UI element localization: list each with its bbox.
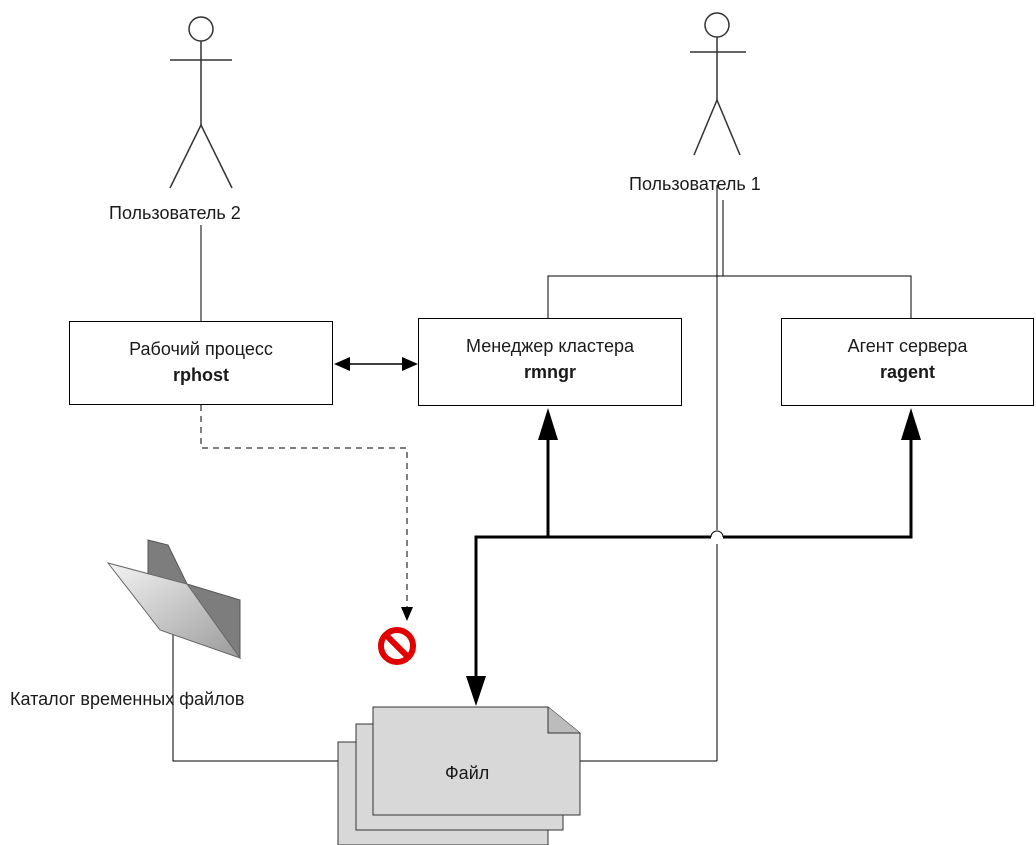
rphost-title: Рабочий процесс [129, 339, 273, 359]
connector-lines [172, 185, 912, 762]
rmngr-title: Менеджер кластера [466, 336, 634, 356]
ragent-box: Агент сервера ragent [781, 318, 1034, 406]
thick-bus [474, 440, 913, 688]
rphost-process: rphost [173, 365, 229, 385]
user2-label: Пользователь 2 [109, 203, 241, 223]
rmngr-process: rmngr [523, 362, 576, 382]
user2-actor-icon [169, 16, 233, 189]
user1-label: Пользователь 1 [629, 174, 761, 194]
folder-label: Каталог временных файлов [10, 689, 245, 709]
rphost-box: Рабочий процесс rphost [69, 321, 333, 405]
rphost-file-dashed-arrow [200, 405, 413, 621]
user1-actor-icon [690, 12, 746, 156]
ragent-process: ragent [879, 362, 935, 382]
file-label: Файл [445, 763, 490, 783]
rmngr-box: Менеджер кластера rmngr [418, 318, 682, 406]
no-entry-icon [378, 627, 416, 665]
file-stack-icon [337, 706, 581, 845]
bus-arrowheads [466, 408, 921, 706]
folder-icon [106, 539, 242, 659]
ragent-title: Агент сервера [847, 336, 968, 356]
rphost-rmngr-arrow [334, 357, 418, 371]
